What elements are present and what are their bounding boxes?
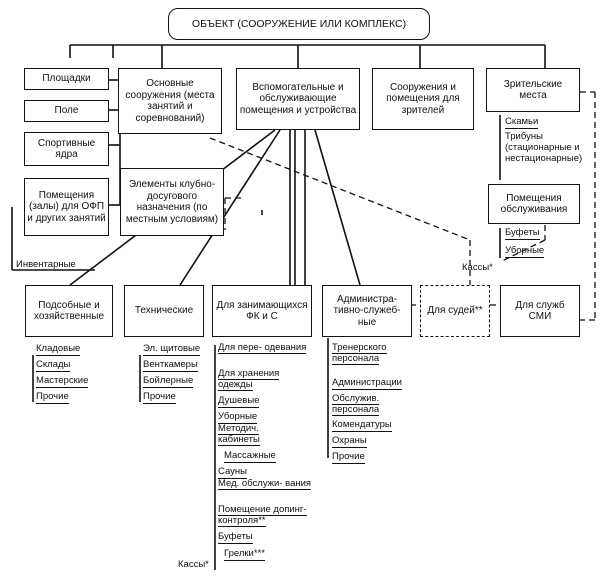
yadra-box: Спортивные ядра bbox=[24, 132, 109, 166]
pole-label: Поле bbox=[54, 105, 79, 117]
admin-label: Администра- тивно-служеб- ные bbox=[333, 293, 401, 328]
podsobnye-item-0: Кладовые bbox=[36, 343, 81, 356]
pole-box: Поле bbox=[24, 100, 109, 122]
zritel-item-1-text: Трибуны (стационарные и нестационарные) bbox=[505, 131, 583, 164]
sudi-label: Для судей** bbox=[427, 305, 483, 317]
podsobnye-box: Подсобные и хозяйственные bbox=[25, 285, 113, 337]
inventar-label: Инвентарные bbox=[16, 259, 76, 270]
zanim-item-7: Мед. обслужи- вания bbox=[218, 478, 313, 490]
zanimayushchiesya-box: Для занимающихся ФК и С bbox=[212, 285, 312, 337]
smi-box: Для служб СМИ bbox=[500, 285, 580, 337]
podsobnye-label: Подсобные и хозяйственные bbox=[33, 299, 105, 323]
admin-item-2-text: Обслужив. персонала bbox=[332, 393, 380, 416]
osnovnye-label: Основные сооружения (места занятий и сор… bbox=[125, 78, 215, 124]
zanim-item-10: Грелки*** bbox=[224, 548, 265, 561]
zritelskie-box: Зрительские места bbox=[486, 68, 580, 112]
tekhnicheskie-label: Технические bbox=[134, 305, 194, 317]
pomeshcheniya-box: Помещения (залы) для ОФП и других заняти… bbox=[24, 178, 109, 236]
zanim-item-1: Для хранения одежды bbox=[218, 368, 310, 391]
yadra-label: Спортивные ядра bbox=[37, 137, 96, 161]
admin-item-3: Комендатуры bbox=[332, 419, 392, 432]
zanimayushchiesya-label: Для занимающихся ФК и С bbox=[216, 299, 308, 323]
zanim-item-4: Методич. кабинеты bbox=[218, 423, 288, 446]
zanim-item-8-text: Помещение допинг-контроля** bbox=[218, 504, 307, 527]
zritel-item-1: Трибуны (стационарные и нестационарные) bbox=[505, 131, 595, 165]
admin-item-0: Тренерского персонала bbox=[332, 342, 412, 365]
podsobnye-item-3: Прочие bbox=[36, 391, 69, 404]
admin-item-1: Администрации bbox=[332, 377, 402, 390]
admin-item-4: Охраны bbox=[332, 435, 367, 448]
obsluzhivanie-box: Помещения обслуживания bbox=[488, 184, 580, 224]
obsl-item-1: Уборные bbox=[505, 245, 545, 258]
osnovnye-box: Основные сооружения (места занятий и сор… bbox=[118, 68, 222, 134]
admin-item-0-text: Тренерского персонала bbox=[332, 342, 387, 365]
kassy-bottom: Кассы* bbox=[178, 559, 209, 570]
root-box: ОБЪЕКТ (СООРУЖЕНИЕ ИЛИ КОМПЛЕКС) bbox=[168, 8, 430, 40]
zanim-item-0: Для пере- одевания bbox=[218, 342, 310, 354]
tekh-item-1: Венткамеры bbox=[143, 359, 198, 372]
zanim-item-2: Душевые bbox=[218, 395, 260, 408]
smi-label: Для служб СМИ bbox=[515, 299, 565, 323]
admin-item-5: Прочие bbox=[332, 451, 365, 464]
zanim-item-8: Помещение допинг-контроля** bbox=[218, 504, 328, 527]
tekh-item-0: Эл. щитовые bbox=[143, 343, 201, 356]
zriteli-label: Сооружения и помещения для зрителей bbox=[386, 81, 460, 116]
pomeshcheniya-label: Помещения (залы) для ОФП и других заняти… bbox=[27, 189, 106, 224]
zanim-item-9: Буфеты bbox=[218, 531, 253, 544]
zanim-item-4-text: Методич. кабинеты bbox=[218, 423, 260, 446]
podsobnye-item-2: Мастерские bbox=[36, 375, 89, 388]
admin-item-2: Обслужив. персонала bbox=[332, 393, 412, 416]
zritel-item-0: Скамьи bbox=[505, 116, 539, 129]
zanim-item-7-text: Мед. обслужи- вания bbox=[218, 478, 312, 490]
ploshchadki-label: Площадки bbox=[42, 73, 91, 85]
tekhnicheskie-box: Технические bbox=[124, 285, 204, 337]
vspomogatelnye-box: Вспомогательные и обслуживающие помещени… bbox=[236, 68, 360, 130]
kassy-top: Кассы* bbox=[462, 262, 493, 273]
klub-box: Элементы клубно-досугового назначения (п… bbox=[120, 168, 224, 236]
obsluzhivanie-label: Помещения обслуживания bbox=[500, 192, 568, 216]
admin-box: Администра- тивно-служеб- ные bbox=[322, 285, 412, 337]
tekh-item-2: Бойлерные bbox=[143, 375, 194, 388]
sudi-box: Для судей** bbox=[420, 285, 490, 337]
zanim-item-1-text: Для хранения одежды bbox=[218, 368, 280, 391]
zanim-item-3: Уборные bbox=[218, 411, 258, 424]
root-label: ОБЪЕКТ (СООРУЖЕНИЕ ИЛИ КОМПЛЕКС) bbox=[191, 17, 407, 30]
ploshchadki-box: Площадки bbox=[24, 68, 109, 90]
obsl-item-0: Буфеты bbox=[505, 227, 540, 240]
vspomogatelnye-label: Вспомогательные и обслуживающие помещени… bbox=[239, 81, 357, 116]
zriteli-box: Сооружения и помещения для зрителей bbox=[372, 68, 474, 130]
klub-label: Элементы клубно-досугового назначения (п… bbox=[125, 179, 219, 225]
tekh-item-3: Прочие bbox=[143, 391, 176, 404]
zanim-item-0-text: Для пере- одевания bbox=[218, 342, 307, 354]
zanim-item-6: Сауны bbox=[218, 466, 247, 479]
zritelskie-label: Зрительские места bbox=[503, 78, 563, 102]
podsobnye-item-1: Склады bbox=[36, 359, 71, 372]
zanim-item-5: Массажные bbox=[224, 450, 276, 463]
